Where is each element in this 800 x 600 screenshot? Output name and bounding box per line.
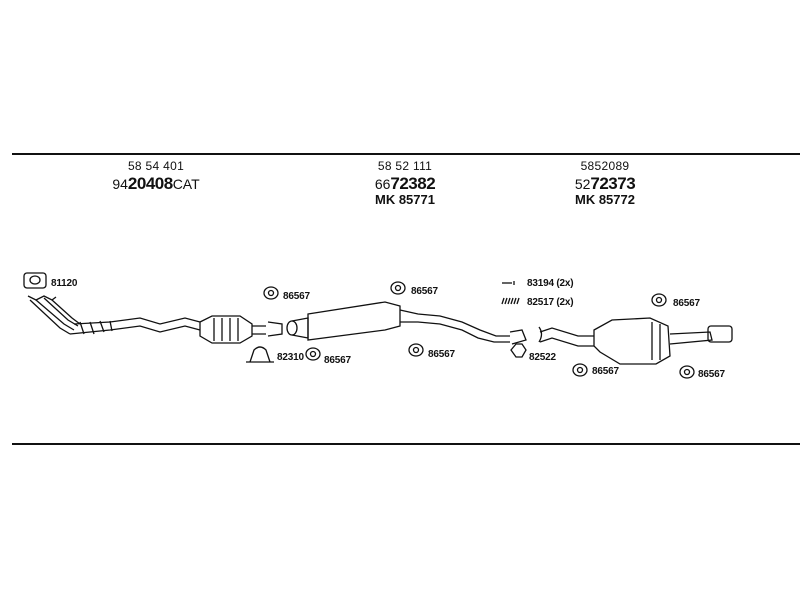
part-number-middle: 58 52 111: [377, 159, 433, 173]
clamp-icon-5: [651, 293, 667, 307]
label-86567-a: 86567: [283, 291, 310, 302]
ref-number-catalyst: 9420408CAT: [112, 173, 200, 193]
label-86567-f: 86567: [592, 366, 619, 377]
rear-connector-icon: [538, 326, 543, 343]
catalytic-converter: [199, 315, 266, 344]
header-rear-silencer: 5852089 5272373 MK 85772: [515, 159, 695, 208]
rear-silencer: [539, 317, 733, 365]
label-82310: 82310: [277, 352, 304, 363]
label-86567-d: 86567: [428, 349, 455, 360]
mk-number-rear: MK 85772: [575, 192, 635, 208]
u-bracket-icon: [246, 346, 274, 363]
clamp-icon-1: [263, 286, 279, 300]
bolt-icon: [502, 281, 515, 285]
middle-silencer: [267, 301, 527, 345]
label-83194: 83194 (2x): [527, 278, 574, 289]
header-middle-silencer: 58 52 111 6672382 MK 85771: [315, 159, 495, 208]
clamp-icon-4: [408, 343, 424, 357]
part-number-catalyst: 58 54 401: [127, 159, 185, 173]
spring-icon: [501, 297, 520, 305]
ref-number-rear: 5272373: [574, 173, 636, 193]
mk-number-middle: MK 85771: [375, 192, 435, 208]
clamp-icon-2: [305, 347, 321, 361]
part-number-rear: 5852089: [580, 159, 630, 173]
label-82517: 82517 (2x): [527, 297, 574, 308]
clamp-icon-3: [390, 281, 406, 295]
label-86567-g: 86567: [698, 369, 725, 380]
front-pipe-manifold: [27, 295, 201, 335]
label-86567-e: 86567: [673, 298, 700, 309]
label-86567-c: 86567: [411, 286, 438, 297]
bottom-divider: [12, 443, 800, 445]
top-divider: [12, 153, 800, 155]
label-81120: 81120: [51, 278, 78, 289]
label-82522: 82522: [529, 352, 556, 363]
clamp-icon-7: [679, 365, 695, 379]
front-gasket-icon: [23, 272, 47, 289]
sealing-ring-icon: [510, 343, 527, 358]
label-86567-b: 86567: [324, 355, 351, 366]
header-catalyst: 58 54 401 9420408CAT: [66, 159, 246, 193]
clamp-icon-6: [572, 363, 588, 377]
ref-number-middle: 6672382: [374, 173, 436, 193]
